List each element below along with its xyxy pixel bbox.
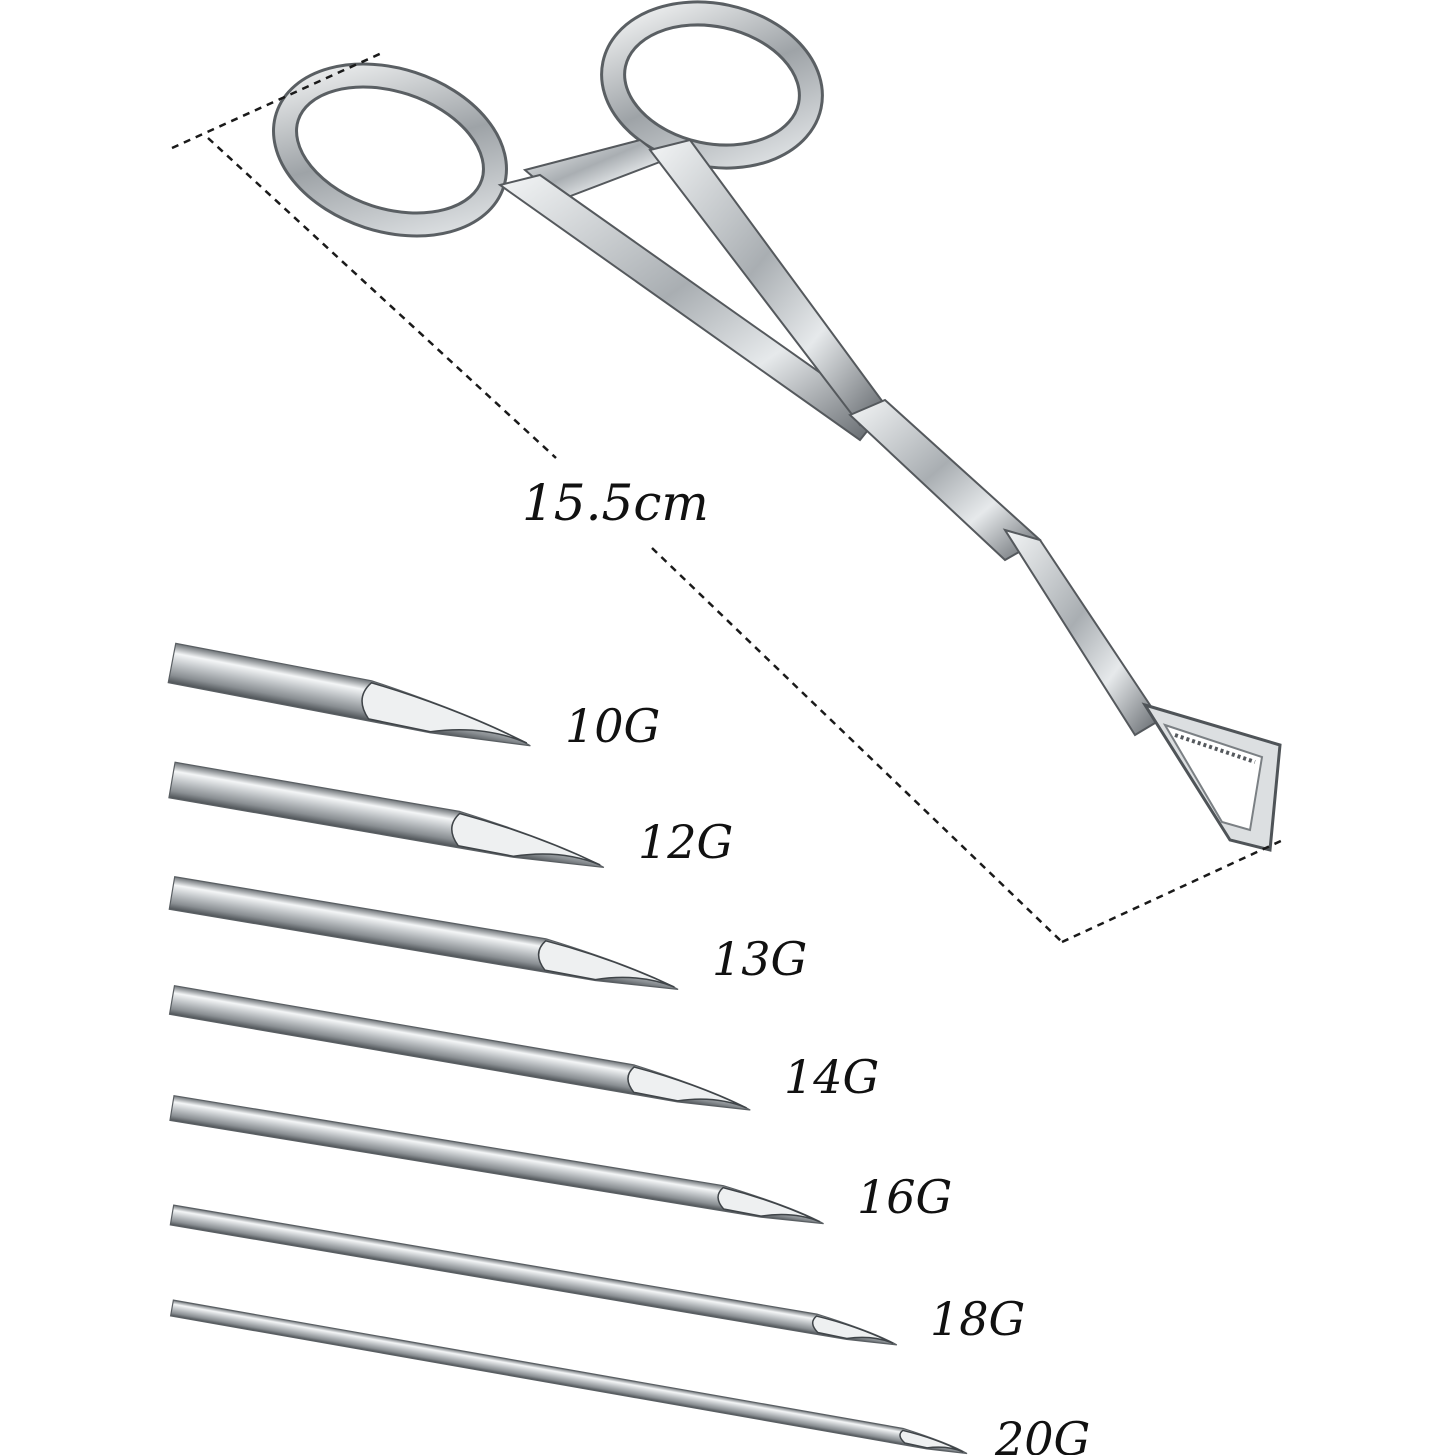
needle [169, 1299, 968, 1455]
dimension-line-upper [207, 137, 557, 459]
gauge-label: 18G [930, 1292, 1025, 1346]
forceps-handle-left [497, 173, 882, 442]
forceps-tool [272, 0, 1282, 852]
gauge-label: 16G [857, 1170, 952, 1224]
dimension-line-bottom [1061, 838, 1284, 944]
needle [168, 876, 679, 990]
needle [167, 642, 531, 747]
dimension-guide [171, 50, 1284, 944]
needle-set: 10G 12G 13G 14G 16G 18G 20G [167, 642, 1090, 1455]
needle [168, 761, 605, 869]
needle [169, 1094, 824, 1225]
gauge-label: 10G [565, 699, 660, 753]
gauge-label: 20G [994, 1412, 1090, 1455]
gauge-label: 13G [712, 932, 807, 986]
needle [168, 985, 751, 1111]
needle [169, 1204, 898, 1346]
gauge-label: 14G [784, 1050, 879, 1104]
measurement-label: 15.5cm [522, 474, 709, 532]
dimension-line-lower [651, 547, 1063, 943]
gauge-label: 12G [638, 815, 733, 869]
